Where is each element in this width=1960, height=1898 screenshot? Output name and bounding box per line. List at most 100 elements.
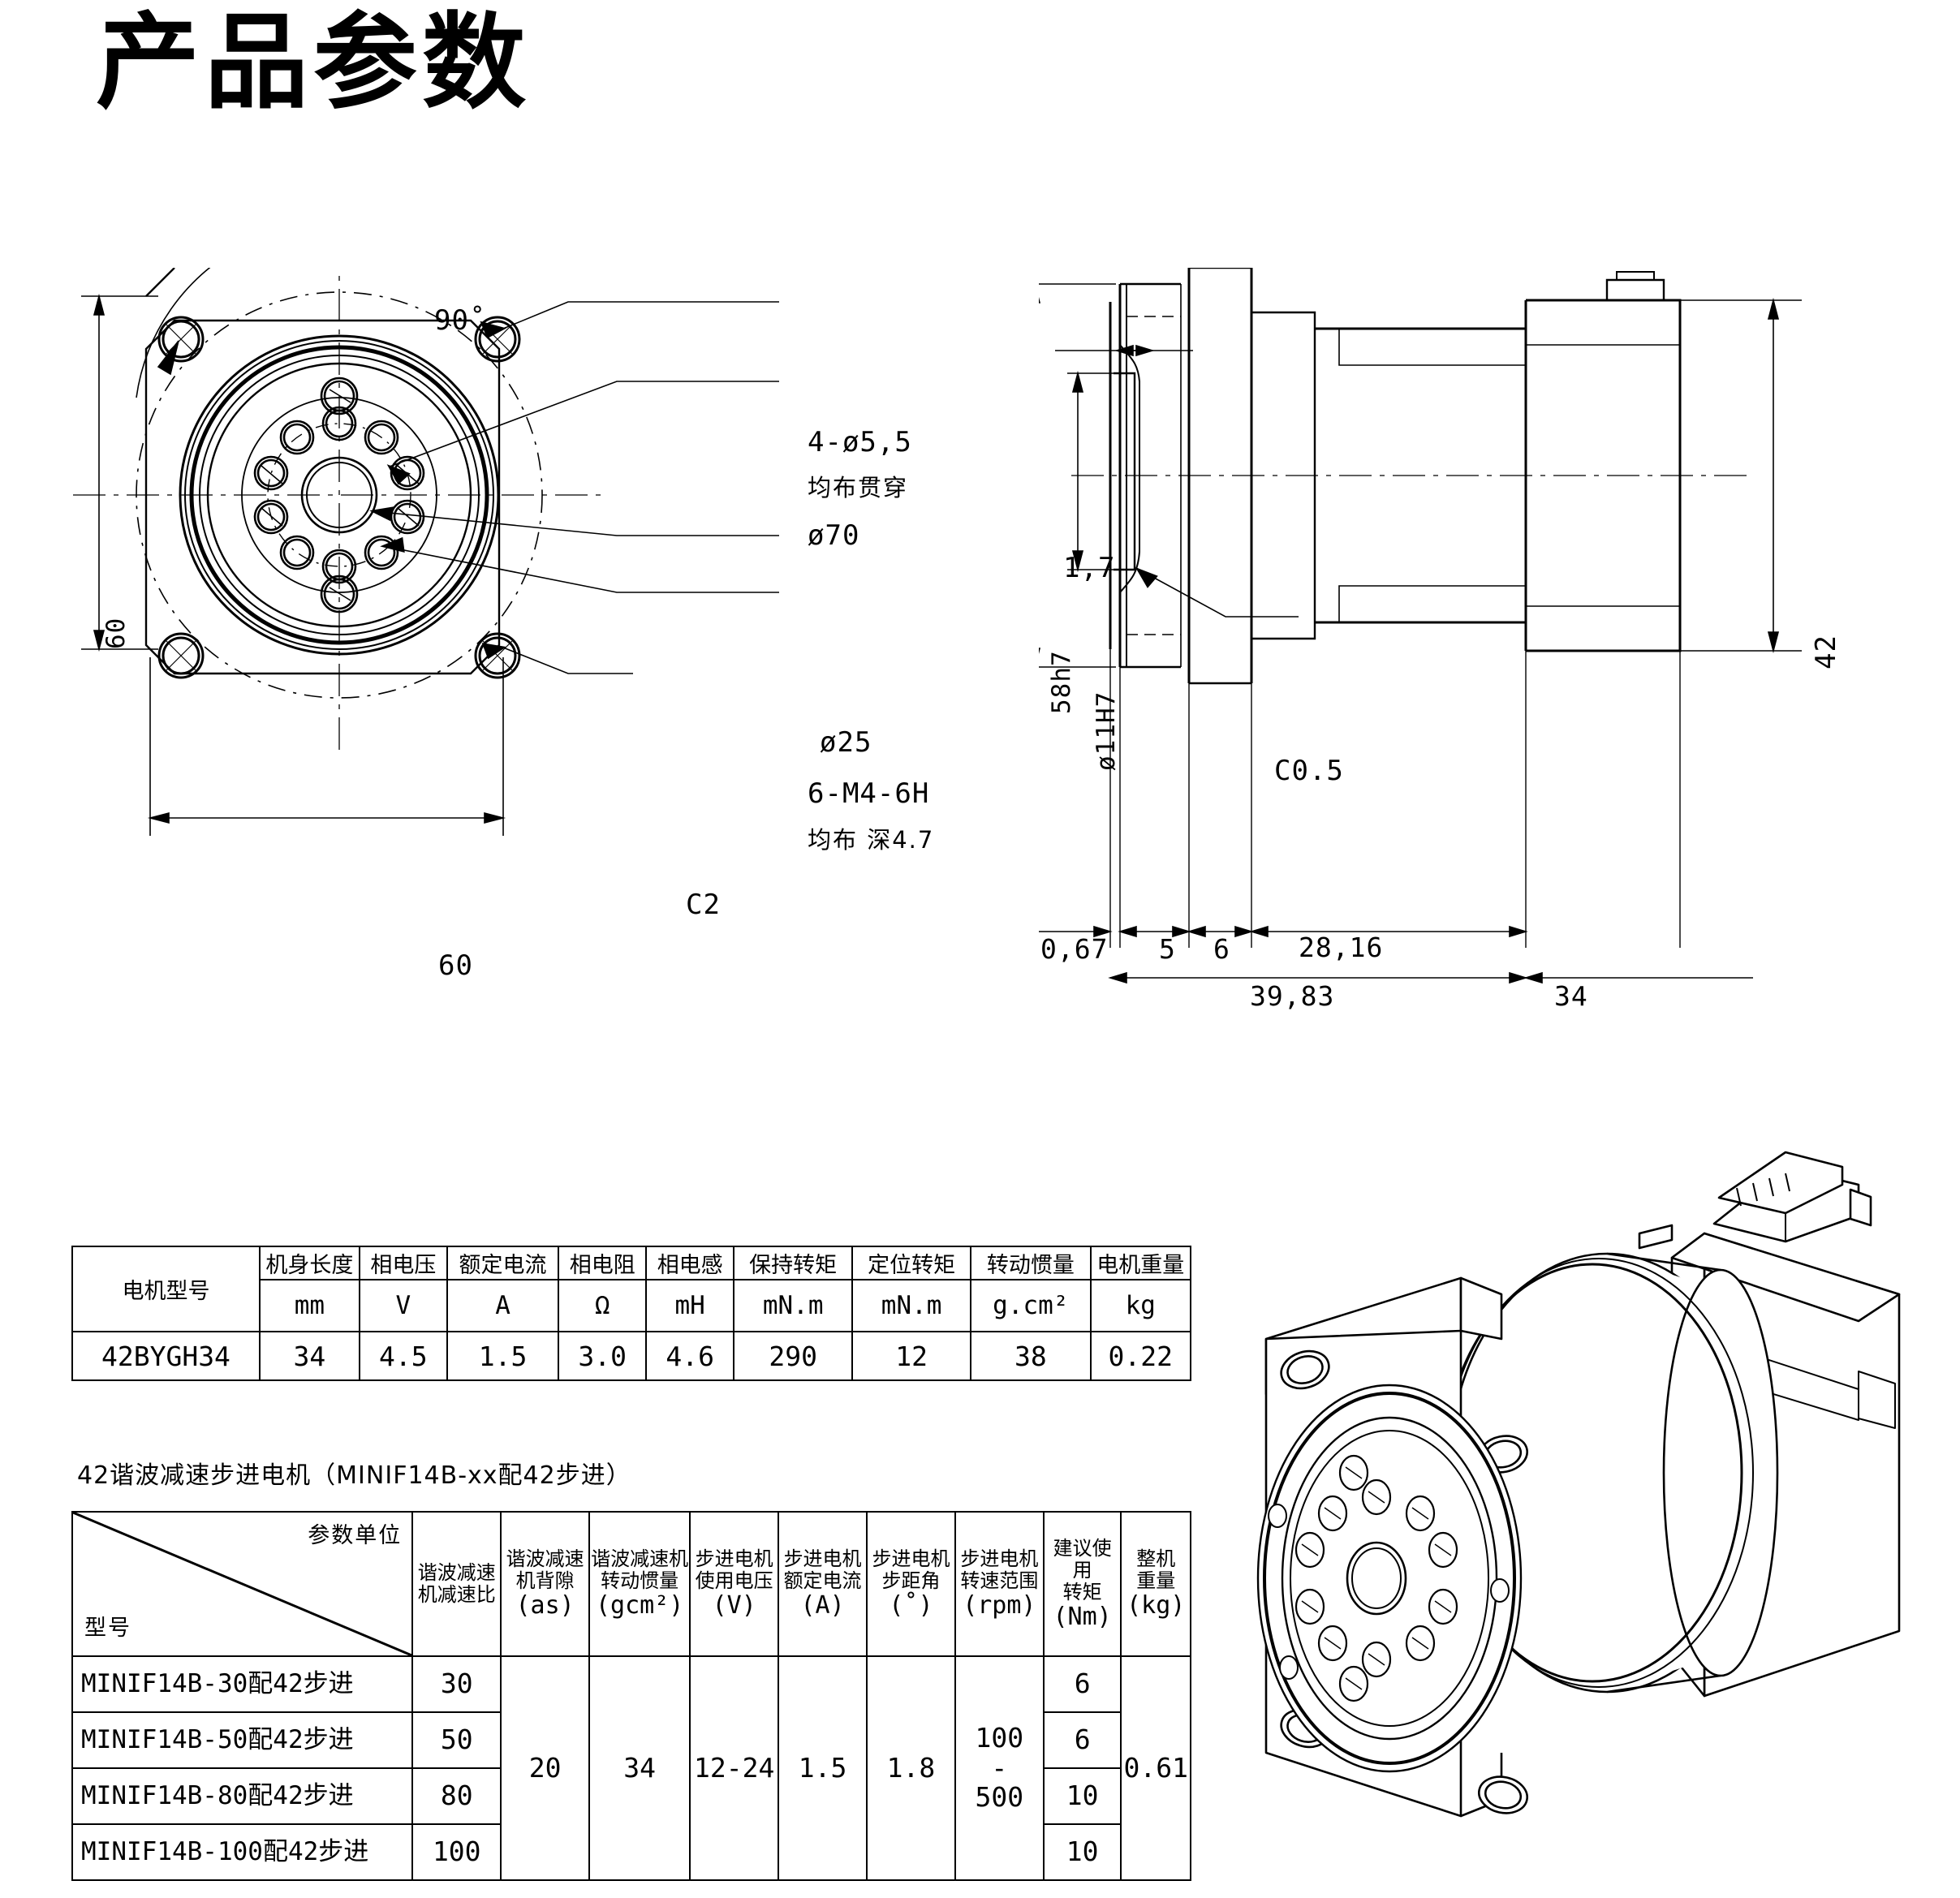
cell-current: 1.5 (778, 1655, 868, 1881)
cell-header-6: 保持转矩 (733, 1246, 854, 1280)
cell-ratio-0: 30 (411, 1655, 502, 1713)
table-row: MINIF14B-100配42步进 100 10 (71, 1823, 1191, 1881)
header-title-speed: 步进电机 转速范围 (960, 1547, 1039, 1593)
product-3d-render (1256, 1151, 1901, 1818)
motor-spec-table: 电机型号 机身长度 相电压 额定电流 相电阻 相电感 保持转矩 定位转矩 转动惯… (71, 1246, 1192, 1381)
cell-model-2: MINIF14B-80配42步进 (71, 1767, 414, 1825)
table-row-header: 参数单位 型号 谐波减速 机减速比 谐波减速 机背隙 (as) 谐波减速机 转动… (71, 1511, 1191, 1657)
cell-value-1: 34 (258, 1331, 360, 1381)
header-title-voltage: 步进电机 使用电压 (695, 1547, 773, 1593)
header-title-weight: 整机 重量 (1136, 1547, 1176, 1593)
page-title: 产品参数 (96, 2, 532, 123)
dim-39-83: 39,83 (1250, 980, 1335, 1012)
cell-header-8: 转动惯量 (970, 1246, 1092, 1280)
cell-header-3: 额定电流 (446, 1246, 560, 1280)
table-row: MINIF14B-50配42步进 50 6 (71, 1711, 1191, 1769)
cell-unit-6: mN.m (733, 1279, 854, 1332)
speed-range-dash: - (991, 1751, 1008, 1784)
cell-unit-9: kg (1089, 1279, 1192, 1332)
cell-header-9: 电机重量 (1089, 1246, 1192, 1280)
cell-ratio-2: 80 (411, 1767, 502, 1825)
dim-0-67: 0,67 (1040, 933, 1109, 965)
cell-header-5: 相电感 (645, 1246, 735, 1280)
cell-step-angle: 1.8 (866, 1655, 956, 1881)
cell-model-1: MINIF14B-50配42步进 (71, 1711, 414, 1769)
cell-value-3: 1.5 (446, 1331, 560, 1381)
dim-5: 5 (1159, 933, 1176, 965)
callout-chamfer-c05: C0.5 (1274, 755, 1344, 787)
cell-unit-8: g.cm² (970, 1279, 1092, 1332)
cell-header-7: 定位转矩 (851, 1246, 972, 1280)
header-title-step-angle: 步进电机 步距角 (872, 1547, 950, 1593)
cell-unit-1: mm (258, 1279, 360, 1332)
cell-ratio-1: 50 (411, 1711, 502, 1769)
cell-inertia: 34 (588, 1655, 691, 1881)
cell-value-4: 3.0 (558, 1331, 648, 1381)
cell-ratio-3: 100 (411, 1823, 502, 1881)
cell-header-torque: 建议使用 转矩 (Nm) (1042, 1511, 1122, 1657)
header-title-ratio: 谐波减速 机减速比 (417, 1561, 496, 1606)
callout-4-holes-note: 均布贯穿 (808, 474, 909, 501)
header-unit-step-angle: (˚) (889, 1591, 933, 1620)
dim-bore-11h7: ø11H7 (1092, 691, 1121, 771)
cell-unit-5: mH (645, 1279, 735, 1332)
cell-speed-range: 100 - 500 (954, 1655, 1045, 1881)
corner-model-label: 型号 (84, 1615, 131, 1641)
table-row-units: mm V A Ω mH mN.m mN.m g.cm² kg (72, 1279, 1192, 1332)
cell-unit-7: mN.m (851, 1279, 972, 1332)
header-title-torque: 建议使用 转矩 (1053, 1536, 1112, 1603)
header-unit-current: (A) (800, 1591, 845, 1620)
callout-bore: ø25 (820, 726, 872, 759)
dim-34: 34 (1554, 980, 1588, 1012)
callout-chamfer-c2: C2 (686, 889, 721, 921)
header-title-backlash: 谐波减速 机背隙 (506, 1547, 584, 1593)
cell-torque-2: 10 (1042, 1767, 1122, 1825)
speed-range-top: 100 (975, 1721, 1024, 1754)
side-view-drawing (1039, 268, 1802, 984)
table-row: MINIF14B-30配42步进 30 20 34 12-24 1.5 1.8 … (71, 1655, 1191, 1881)
cell-model-3: MINIF14B-100配42步进 (71, 1823, 414, 1881)
corner-unit-label: 参数单位 (308, 1523, 403, 1548)
harmonic-gear-table: 参数单位 型号 谐波减速 机减速比 谐波减速 机背隙 (as) 谐波减速机 转动… (71, 1511, 1191, 1881)
callout-thread-note: 均布 深4.7 (808, 826, 935, 854)
cell-weight: 0.61 (1120, 1655, 1191, 1881)
dim-28-16: 28,16 (1299, 932, 1384, 963)
cell-torque-0: 6 (1042, 1655, 1122, 1713)
cell-torque-3: 10 (1042, 1823, 1122, 1881)
cell-value-2: 4.5 (358, 1331, 448, 1381)
cell-value-6: 290 (733, 1331, 854, 1381)
speed-range-bottom: 500 (975, 1781, 1024, 1814)
cell-unit-4: Ω (558, 1279, 648, 1332)
dim-58h7: 58h7 (1047, 650, 1076, 714)
dim-6: 6 (1213, 933, 1230, 965)
cell-value-9: 0.22 (1089, 1331, 1192, 1381)
cell-header-speed: 步进电机 转速范围 (rpm) (954, 1511, 1045, 1657)
callout-pitch-circle: ø70 (808, 519, 860, 552)
header-title-inertia: 谐波减速机 转动惯量 (591, 1547, 689, 1593)
table-row: MINIF14B-80配42步进 80 10 (71, 1767, 1191, 1825)
header-unit-backlash: (as) (515, 1591, 575, 1620)
cell-header-1: 机身长度 (258, 1246, 360, 1280)
cell-value-8: 38 (970, 1331, 1092, 1381)
cell-header-ratio: 谐波减速 机减速比 (411, 1511, 502, 1657)
gear-table-subtitle: 42谐波减速步进电机（MINIF14B-xx配42步进） (77, 1461, 631, 1490)
cell-unit-2: V (358, 1279, 448, 1332)
cell-header-inertia: 谐波减速机 转动惯量 (gcm²) (588, 1511, 691, 1657)
header-unit-weight: (kg) (1126, 1591, 1186, 1620)
header-title-current: 步进电机 额定电流 (783, 1547, 862, 1593)
callout-4-holes: 4-ø5,5 (808, 426, 912, 458)
cell-value-0: 42BYGH34 (71, 1331, 261, 1381)
dim-angle-90: 90˚ (434, 304, 487, 337)
dim-front-width: 60 (438, 949, 473, 982)
cell-backlash: 20 (500, 1655, 591, 1881)
cell-unit-3: A (446, 1279, 560, 1332)
header-unit-inertia: (gcm²) (595, 1591, 684, 1620)
cell-header-step-angle: 步进电机 步距角 (˚) (866, 1511, 956, 1657)
cell-header-weight: 整机 重量 (kg) (1120, 1511, 1191, 1657)
dim-front-height: 60 (101, 617, 131, 649)
dim-motor-height-42: 42 (1810, 635, 1842, 669)
cell-header-2: 相电压 (358, 1246, 448, 1280)
cell-header-backlash: 谐波减速 机背隙 (as) (500, 1511, 591, 1657)
cell-voltage: 12-24 (689, 1655, 780, 1881)
header-unit-speed: (rpm) (963, 1591, 1036, 1620)
